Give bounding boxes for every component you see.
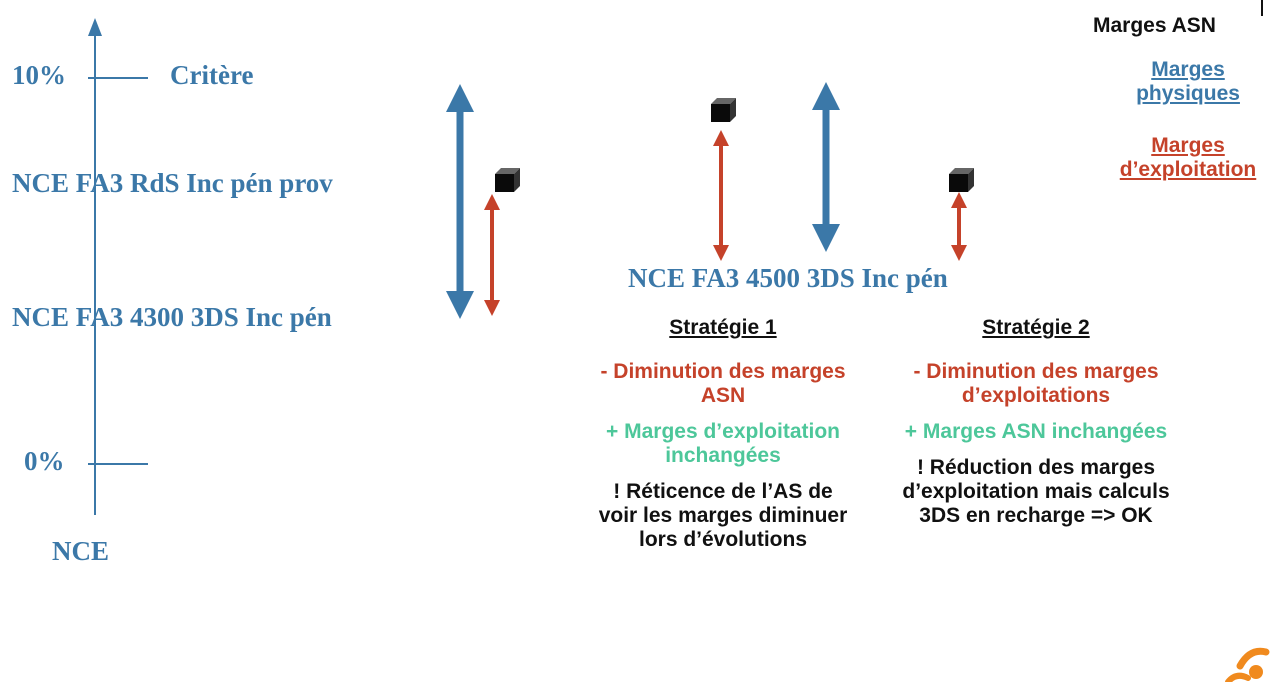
level-label-4300: NCE FA3 4300 3DS Inc pén bbox=[12, 302, 332, 332]
level-label-4500: NCE FA3 4500 3DS Inc pén bbox=[628, 263, 948, 293]
strategy-1-note: ! Réticence de l’AS de voir les marges d… bbox=[598, 480, 848, 551]
asn-margin-marker-icon bbox=[949, 168, 974, 192]
strategy-2-plus: + Marges ASN inchangées bbox=[904, 420, 1168, 443]
axis-title: NCE bbox=[52, 536, 110, 566]
strategy-1-plus: + Marges d’exploitation inchangées bbox=[606, 420, 840, 467]
criterion-label: Critère bbox=[170, 60, 254, 90]
company-logo-icon bbox=[1225, 647, 1270, 682]
strategy-2: Stratégie 2 - Diminution des marges d’ex… bbox=[898, 316, 1174, 528]
strategy-1: Stratégie 1 - Diminution des marges ASN … bbox=[598, 316, 848, 552]
legend-exploitation-margins: Marges d’exploitation bbox=[1119, 134, 1257, 181]
legend-physical-margins: Marges physiques bbox=[1136, 58, 1240, 105]
strategy-1-minus: - Diminution des marges ASN bbox=[600, 360, 846, 407]
tick-label-0: 0% bbox=[24, 446, 65, 476]
tick-label-10: 10% bbox=[12, 60, 66, 90]
asn-margin-marker-icon bbox=[711, 98, 736, 122]
level-label-rds-prov: NCE FA3 RdS Inc pén prov bbox=[12, 168, 333, 198]
asn-margin-marker-icon bbox=[495, 168, 520, 192]
strategy-1-title: Stratégie 1 bbox=[669, 316, 777, 339]
nce-axis-arrowhead bbox=[88, 18, 102, 36]
strategy-2-note: ! Réduction des marges d’exploitation ma… bbox=[902, 456, 1170, 527]
strategy-2-minus: - Diminution des marges d’exploitations bbox=[913, 360, 1159, 407]
legend-title: Marges ASN bbox=[1093, 14, 1216, 37]
strategy-2-title: Stratégie 2 bbox=[982, 316, 1090, 339]
